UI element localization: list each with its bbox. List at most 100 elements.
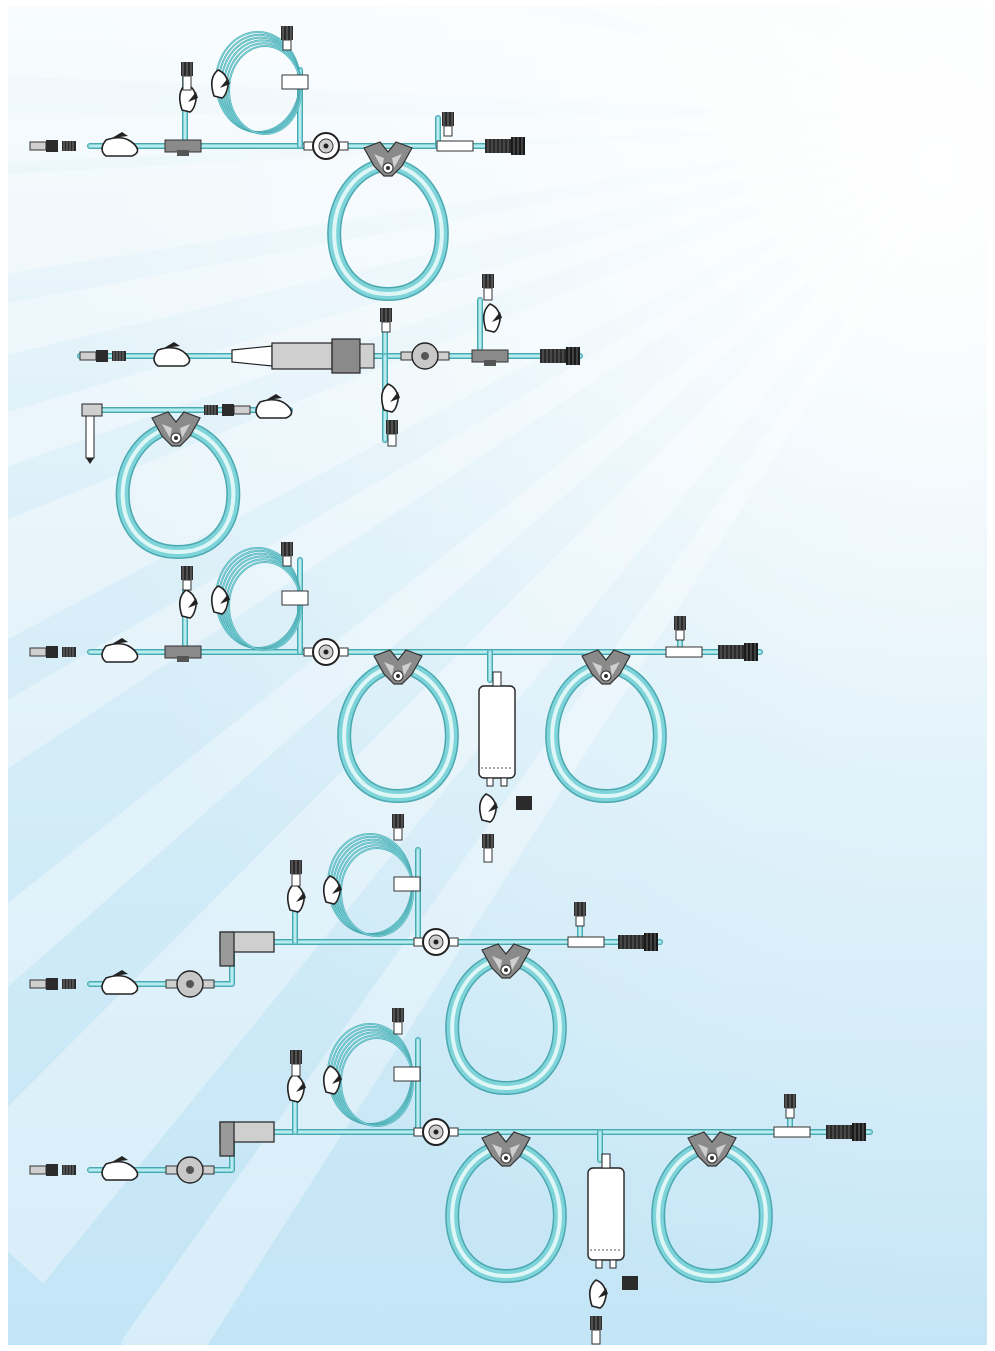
pressure-dome-icon: [400, 342, 450, 370]
pressure-dome-icon: [165, 970, 215, 998]
pump-segment-loop-icon: [115, 421, 241, 560]
injection-port-icon: [380, 308, 392, 333]
tubing-set-4: [29, 814, 663, 1096]
luer-connector-icon: [29, 140, 76, 152]
tee-connector-icon: [471, 349, 509, 366]
injection-port-icon: [392, 1008, 404, 1035]
injection-port-icon: [482, 274, 494, 301]
y-connector-icon: [151, 411, 201, 447]
pump-segment-loop-icon: [337, 661, 459, 804]
coil-label-tag: [281, 74, 309, 90]
bubble-trap-icon: [478, 671, 516, 787]
coil-label-tag: [281, 590, 309, 606]
pinch-clamp-icon: [255, 394, 293, 419]
luer-connector-icon: [79, 350, 126, 362]
injection-port-icon: [590, 1316, 602, 1345]
light-ray: [0, 120, 990, 357]
light-ray: [346, 0, 990, 120]
luer-connector-icon: [29, 1164, 76, 1176]
tee-connector-icon: [567, 936, 605, 948]
pinch-clamp-icon: [286, 1073, 306, 1103]
pinch-clamp-icon: [322, 1065, 342, 1095]
injection-port-icon: [442, 112, 454, 137]
coil-label-tag: [393, 876, 421, 892]
tee-connector-icon: [164, 645, 202, 662]
light-ray: [0, 120, 990, 470]
pump-segment-loop-icon: [327, 159, 449, 302]
pinch-clamp-icon: [478, 793, 498, 823]
tubing-set-2: [77, 274, 583, 560]
injection-port-icon: [392, 814, 404, 841]
injection-port-icon: [386, 420, 398, 447]
coil-label-tag: [393, 1066, 421, 1082]
y-connector-icon: [373, 649, 423, 685]
pinch-clamp-icon: [380, 383, 400, 413]
injection-port-icon: [482, 834, 494, 863]
injection-port-icon: [290, 860, 302, 887]
light-ray: [644, 0, 990, 120]
pump-segment-loop-icon: [545, 661, 667, 804]
light-ray: [559, 0, 990, 120]
drip-chamber-icon: [231, 338, 375, 374]
pinch-clamp-icon: [588, 1279, 608, 1309]
tee-connector-icon: [773, 1126, 811, 1138]
pinch-clamp-icon: [322, 875, 342, 905]
end-cap-icon: [540, 347, 580, 365]
pinch-clamp-icon: [101, 1156, 139, 1181]
light-ray: [0, 120, 990, 994]
tubing-set-1: [29, 26, 525, 302]
tubing-set-3: [29, 542, 763, 863]
injection-port-icon: [290, 1050, 302, 1077]
light-ray: [0, 120, 990, 644]
injection-port-icon: [574, 902, 586, 927]
priming-connector-icon: [219, 931, 275, 967]
light-ray: [0, 120, 990, 774]
tee-connector-icon: [665, 646, 703, 658]
y-connector-icon: [581, 649, 631, 685]
spike-connector-icon: [81, 403, 103, 417]
y-connector-icon: [687, 1131, 737, 1167]
tee-connector-icon: [436, 140, 474, 152]
injection-port-icon: [281, 26, 293, 51]
bubble-trap-icon: [587, 1153, 625, 1269]
spike-icon: [85, 415, 95, 459]
tubing-set-5: [29, 1008, 873, 1345]
end-cap-icon: [618, 933, 658, 951]
pinch-clamp-icon: [482, 303, 502, 333]
pump-segment-loop-icon: [445, 1141, 567, 1284]
pressure-monitor-icon: [303, 132, 349, 160]
vent-cap-icon: [516, 796, 532, 810]
luer-connector-icon: [29, 978, 76, 990]
light-ray: [0, 112, 990, 163]
injection-port-icon: [181, 566, 193, 591]
pinch-clamp-icon: [153, 342, 191, 367]
pinch-clamp-icon: [101, 132, 139, 157]
pinch-clamp-icon: [101, 638, 139, 663]
pinch-clamp-icon: [101, 970, 139, 995]
y-connector-icon: [481, 943, 531, 979]
pressure-monitor-icon: [413, 1118, 459, 1146]
injection-port-icon: [281, 542, 293, 567]
pump-segment-loop-icon: [651, 1141, 773, 1284]
y-connector-icon: [363, 141, 413, 177]
end-cap-icon: [718, 643, 758, 661]
pinch-clamp-icon: [286, 883, 306, 913]
pinch-clamp-icon: [210, 585, 230, 615]
injection-port-icon: [674, 616, 686, 641]
pinch-clamp-icon: [178, 83, 198, 113]
tubing-sets: [29, 26, 873, 1345]
pinch-clamp-icon: [178, 589, 198, 619]
y-connector-icon: [481, 1131, 531, 1167]
pressure-dome-icon: [165, 1156, 215, 1184]
luer-connector-icon: [29, 646, 76, 658]
end-cap-icon: [485, 137, 525, 155]
pump-segment-loop-icon: [445, 953, 567, 1096]
luer-connector-icon: [204, 404, 251, 416]
pressure-monitor-icon: [303, 638, 349, 666]
vent-cap-icon: [622, 1276, 638, 1290]
light-ray: [0, 120, 990, 275]
injection-port-icon: [784, 1094, 796, 1119]
injection-port-icon: [181, 62, 193, 91]
